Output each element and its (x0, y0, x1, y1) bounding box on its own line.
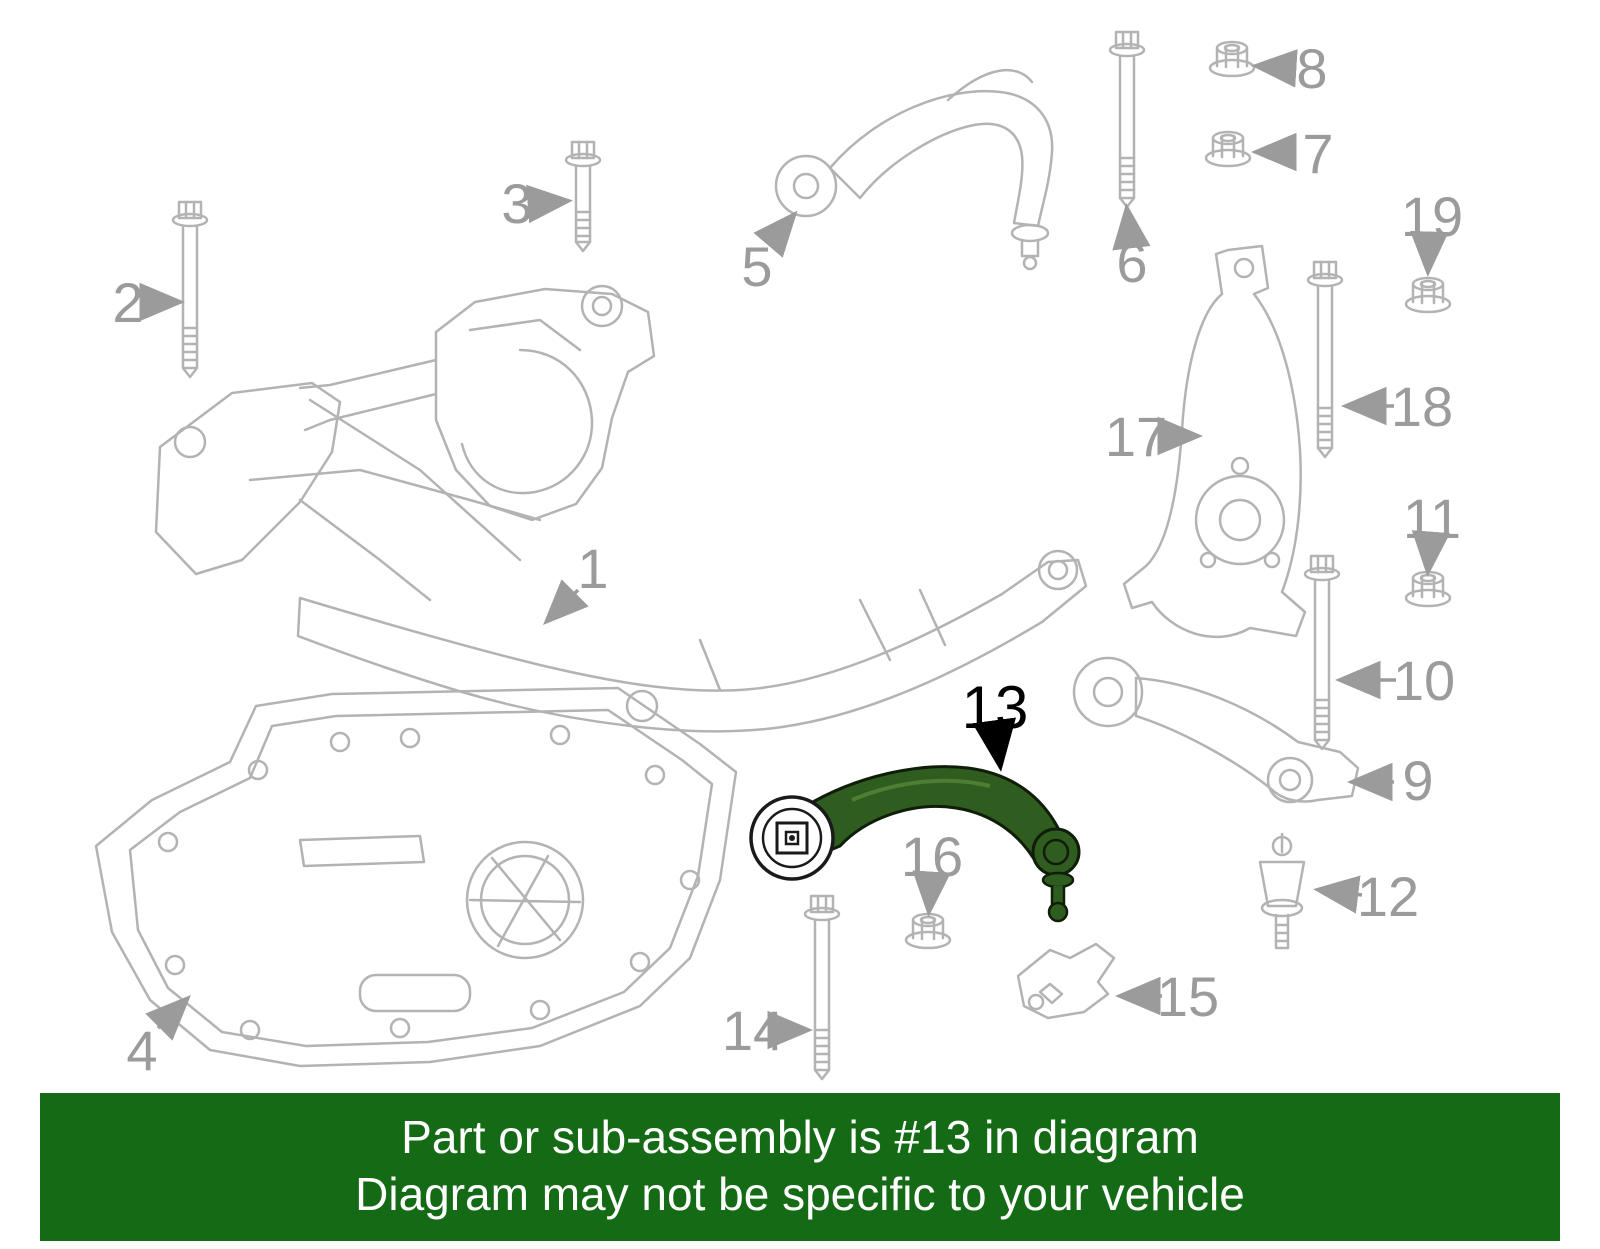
bolt-part-6 (1108, 30, 1146, 209)
part-label-17: 17 (1105, 405, 1167, 468)
part-label-9: 9 (1402, 749, 1433, 812)
nut-part-16 (904, 912, 952, 950)
part-label-2: 2 (112, 271, 143, 334)
part-label-11: 11 (1403, 487, 1461, 550)
part-label-6: 6 (1116, 231, 1147, 294)
subframe-part-1 (154, 284, 1088, 733)
bolt-part-14 (803, 894, 841, 1081)
bolt-part-10 (1303, 554, 1341, 751)
part-label-14: 14 (722, 999, 784, 1062)
bracket-part-15 (1016, 942, 1116, 1020)
bolt-part-2 (171, 200, 209, 379)
part-label-18: 18 (1391, 375, 1453, 438)
part-label-16: 16 (901, 825, 963, 888)
nut-part-11 (1404, 570, 1452, 608)
part-label-8: 8 (1296, 37, 1327, 100)
callout-arrows (139, 49, 1451, 1050)
part-label-1: 1 (577, 537, 608, 600)
upper-control-arm-part-5 (774, 69, 1054, 271)
nut-part-7 (1204, 130, 1252, 168)
part-label-5: 5 (741, 235, 772, 298)
highlighted-control-arm-part-13 (749, 765, 1081, 923)
highlight-banner: Part or sub-assembly is #13 in diagram D… (40, 1093, 1560, 1241)
part-label-10: 10 (1393, 649, 1455, 712)
nut-part-8 (1208, 40, 1256, 78)
part-label-3: 3 (501, 172, 532, 235)
nut-part-19 (1404, 276, 1452, 314)
ball-joint-part-12 (1258, 832, 1306, 950)
part-label-7: 7 (1302, 122, 1333, 185)
part-label-4: 4 (126, 1019, 157, 1082)
bolt-part-18 (1306, 260, 1344, 459)
part-label-13-highlighted: 13 (962, 674, 1029, 741)
part-label-15: 15 (1157, 965, 1219, 1028)
part-label-19: 19 (1401, 185, 1463, 248)
steering-knuckle-part-17 (1122, 244, 1307, 639)
bolt-part-3 (564, 140, 602, 253)
banner-line1: Part or sub-assembly is #13 in diagram (401, 1111, 1199, 1163)
skid-plate-part-4 (94, 686, 738, 1068)
lower-arm-part-9 (1072, 656, 1360, 804)
banner-line2: Diagram may not be specific to your vehi… (355, 1168, 1245, 1220)
part-label-12: 12 (1357, 865, 1419, 928)
